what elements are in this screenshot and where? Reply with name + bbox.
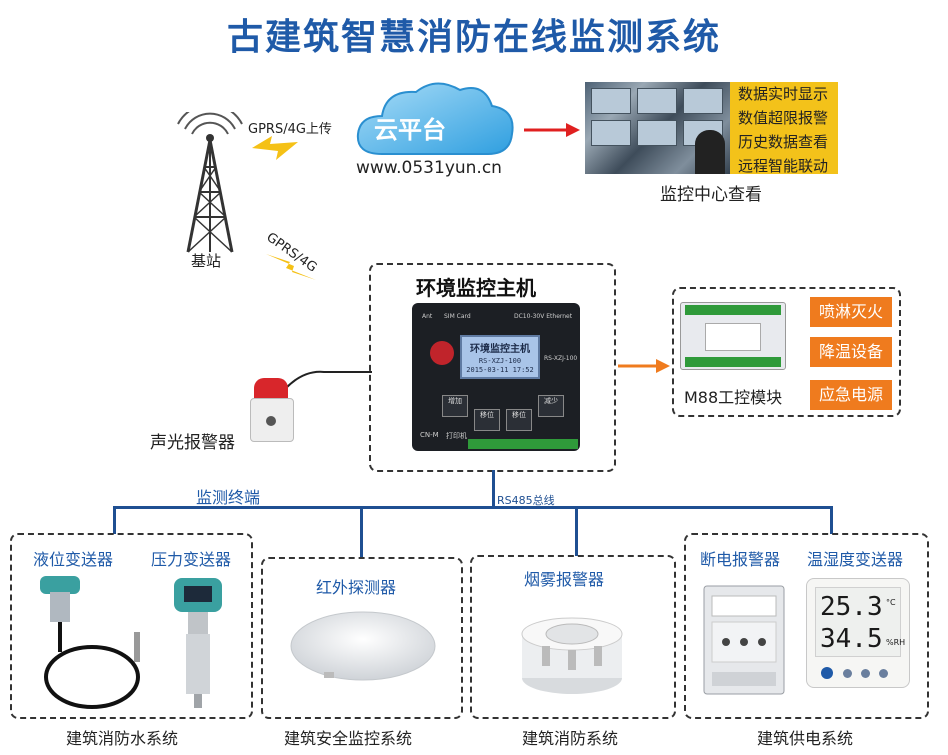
bus-drop [113, 506, 116, 534]
alarm-device-icon [250, 378, 296, 442]
host-bottom-label: CN-M [420, 431, 439, 439]
lcd-line-3: 2015-03-11 17:52 [466, 366, 534, 374]
rs485-bus [113, 506, 833, 509]
group-power [684, 533, 929, 719]
output-cooling: 降温设备 [810, 337, 892, 367]
m88-label: M88工控模块 [684, 388, 783, 407]
alarm-wire [285, 370, 372, 389]
host-bottom-label: 打印机 [446, 432, 467, 440]
feature-item: 远程智能联动 [738, 157, 829, 175]
humidity-value: 34.5 [820, 624, 883, 654]
group-fire-water [10, 533, 253, 719]
page-title: 古建筑智慧消防在线监测系统 [226, 17, 721, 58]
th-transmitter-device: 25.3 °C 34.5 %RH [806, 578, 910, 688]
device-smoke-detector: 烟雾报警器 [524, 570, 605, 589]
host-key-shift[interactable]: 移位 [474, 409, 500, 431]
host-top-label: DC10-30V Ethernet [514, 313, 573, 320]
red-arrow-icon [524, 123, 580, 137]
features-panel: 数据实时显示 数值超限报警 历史数据查看 远程智能联动 [730, 82, 838, 175]
smoke-detector-icon [521, 617, 623, 694]
output-power: 应急电源 [810, 380, 892, 410]
humidity-unit: %RH [886, 638, 906, 647]
host-key-decrease[interactable]: 减少 [538, 395, 564, 417]
terminal-block [468, 439, 578, 449]
host-key-shift-2[interactable]: 移位 [506, 409, 532, 431]
output-sprinkler: 喷淋灭火 [810, 297, 892, 327]
host-label: 环境监控主机 [416, 276, 536, 300]
feature-item: 数值超限报警 [738, 109, 829, 127]
host-model: RS-XZJ-100 [544, 355, 578, 362]
cloud-url[interactable]: www.0531yun.cn [356, 158, 502, 178]
cloud-label: 云平台 [374, 116, 446, 144]
m88-box [672, 287, 901, 417]
monitor-center-label: 监控中心查看 [660, 185, 762, 205]
group-name-power: 建筑供电系统 [757, 729, 854, 748]
group-name-fire-water: 建筑消防水系统 [66, 729, 179, 748]
group-security [261, 557, 463, 719]
host-top-label: SIM Card [444, 313, 471, 320]
bus-drop [575, 506, 578, 556]
lightning-icon [252, 136, 298, 160]
lcd-line-1: 环境监控主机 [470, 344, 530, 355]
group-name-security: 建筑安全监控系统 [284, 729, 413, 748]
th-button-icon [861, 669, 870, 678]
brand-logo-icon [430, 341, 454, 365]
level-transmitter-icon [40, 576, 140, 709]
bus-label: RS485总线 [497, 494, 555, 507]
device-infrared-detector: 红外探测器 [316, 578, 397, 597]
device-pressure-transmitter: 压力变送器 [151, 550, 232, 569]
device-power-failure-alarm: 断电报警器 [700, 550, 781, 569]
bus-drop [360, 506, 363, 558]
lcd-line-2: RS-XZJ-100 [478, 357, 522, 365]
base-station-label: 基站 [191, 252, 222, 270]
temperature-unit: °C [886, 598, 896, 607]
th-button-icon [843, 669, 852, 678]
group-name-fire: 建筑消防系统 [522, 729, 619, 748]
bus-drop [830, 506, 833, 534]
monitor-center-image [585, 82, 735, 174]
device-th-transmitter: 温湿度变送器 [807, 550, 904, 569]
bus-trunk [492, 470, 495, 508]
alarm-label: 声光报警器 [150, 433, 235, 453]
base-station-tower-icon [177, 112, 243, 253]
uplink-label: GPRS/4G上传 [248, 122, 332, 137]
group-fire [470, 555, 676, 719]
device-level-transmitter: 液位变送器 [33, 550, 114, 569]
m88-module-image [680, 302, 786, 370]
infrared-detector-icon [290, 611, 436, 681]
feature-item: 历史数据查看 [738, 133, 829, 151]
host-key-increase[interactable]: 增加 [442, 395, 468, 417]
host-top-label: Ant [422, 313, 433, 320]
power-failure-alarm-icon [703, 585, 785, 695]
temperature-value: 25.3 [820, 592, 883, 622]
host-lcd: 环境监控主机 RS-XZJ-100 2015-03-11 17:52 [460, 335, 540, 379]
th-button-icon [879, 669, 888, 678]
host-device: Ant SIM Card DC10-30V Ethernet 环境监控主机 RS… [412, 303, 580, 451]
terminal-label: 监测终端 [196, 488, 261, 507]
th-display: 25.3 °C 34.5 %RH [815, 587, 905, 657]
lightning-icon-2 [266, 254, 316, 280]
th-button-icon [821, 667, 833, 679]
feature-item: 数据实时显示 [738, 85, 829, 103]
orange-arrow-icon [618, 359, 670, 373]
pressure-transmitter-icon [174, 578, 222, 708]
cloud-icon [356, 82, 514, 155]
